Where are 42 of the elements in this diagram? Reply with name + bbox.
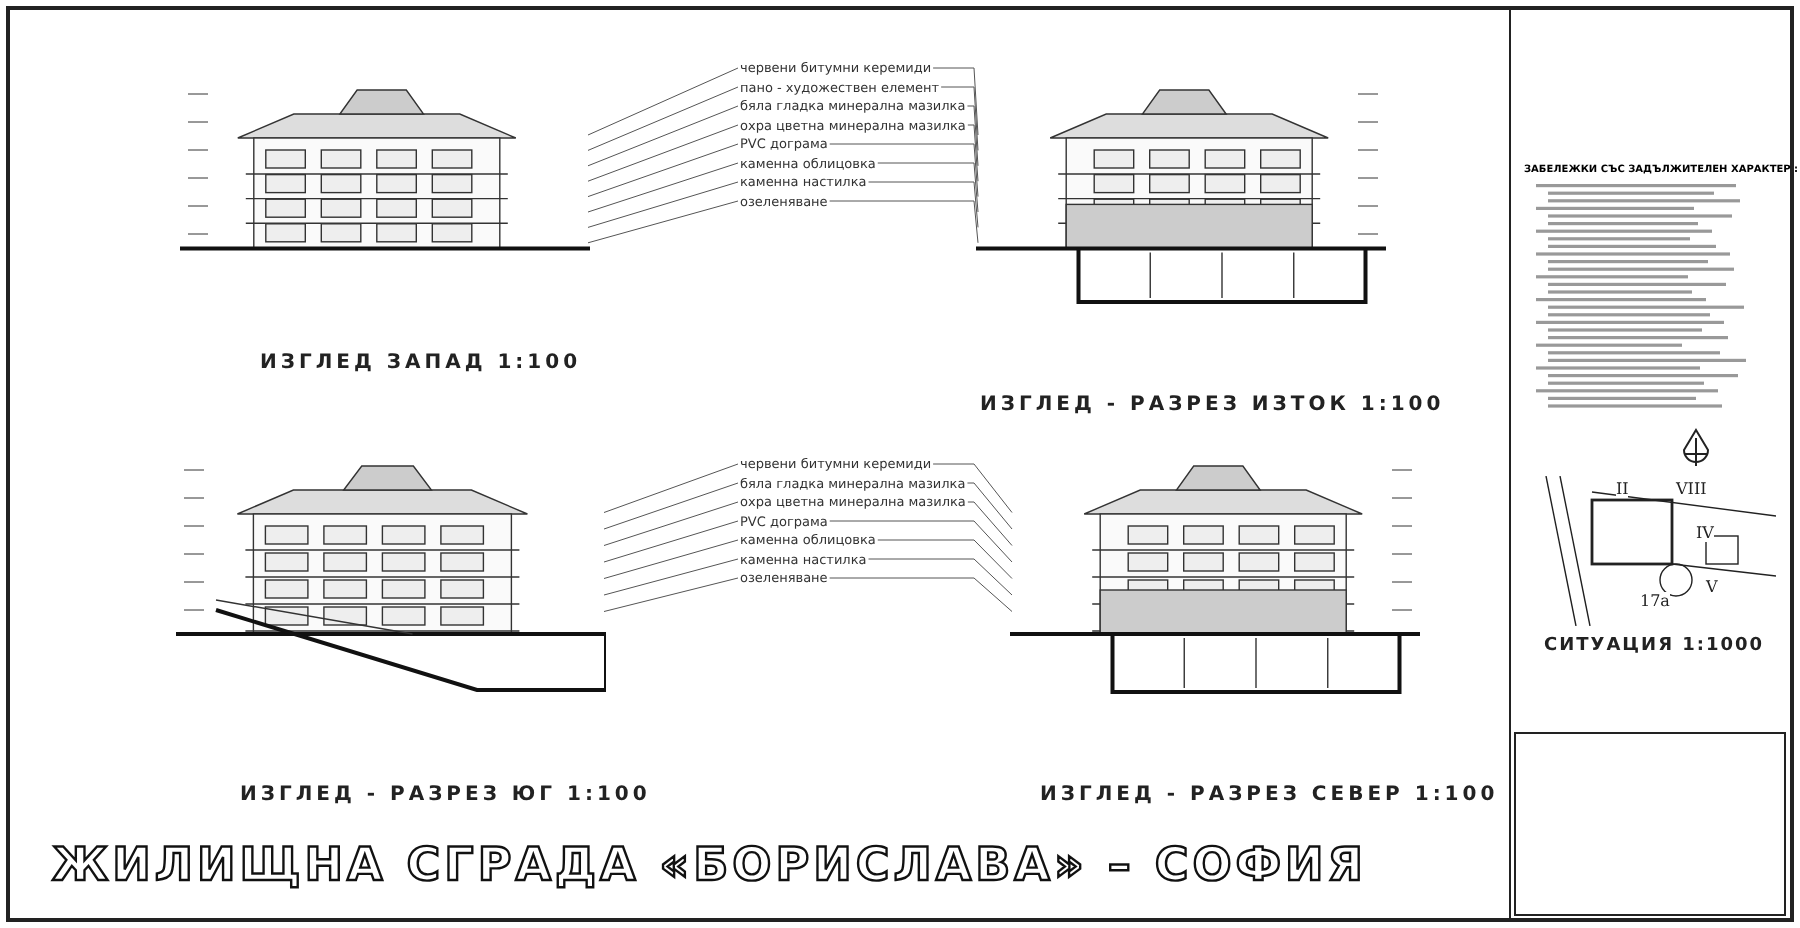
leader-line: [932, 67, 979, 136]
title-block: [1514, 732, 1786, 916]
leader-line: [868, 181, 979, 228]
view-title: ИЗГЛЕД ЗАПАД 1:100: [260, 352, 582, 374]
leader-line: [829, 520, 1013, 563]
leader-line: [587, 86, 739, 151]
leader-line: [587, 181, 739, 228]
plot-number: IV: [1696, 524, 1714, 542]
leader-line: [932, 463, 1013, 513]
leader-line: [966, 482, 1013, 530]
plot-number: 17а: [1640, 592, 1670, 610]
leader-line: [877, 539, 1013, 579]
leader-line: [967, 501, 1013, 546]
leader-line: [603, 539, 739, 579]
leader-line: [829, 200, 979, 244]
view-title: ИЗГЛЕД - РАЗРЕЗ ИЗТОК 1:100: [980, 394, 1445, 416]
view-title: ИЗГЛЕД - РАЗРЕЗ ЮГ 1:100: [240, 784, 651, 806]
leader-line: [603, 482, 739, 530]
drawing-title: ЖИЛИЩНА СГРАДА «БОРИСЛАВА» – СОФИЯ: [52, 840, 1368, 892]
leader-line: [603, 577, 739, 612]
leader-line: [587, 162, 739, 213]
plot-number: VIII: [1676, 480, 1707, 498]
leader-line: [829, 577, 1013, 612]
view-title: ИЗГЛЕД - РАЗРЕЗ СЕВЕР 1:100: [1040, 784, 1499, 806]
leader-line: [603, 558, 739, 596]
leader-line: [587, 124, 739, 182]
leader-line: [868, 558, 1013, 596]
plot-number: V: [1706, 578, 1718, 596]
leader-line: [587, 200, 739, 244]
leader-line: [587, 143, 739, 198]
leader-line: [603, 520, 739, 563]
plot-number: II: [1616, 480, 1629, 498]
scale-caption: СИТУАЦИЯ 1:1000: [1544, 636, 1765, 656]
leader-line: [603, 501, 739, 546]
leader-line: [877, 162, 979, 213]
leader-line: [967, 124, 979, 182]
leader-line: [603, 463, 739, 513]
leader-line: [587, 67, 739, 136]
leader-line: [966, 105, 979, 167]
leader-line: [587, 105, 739, 167]
leader-line: [940, 86, 979, 151]
leader-line: [829, 143, 979, 198]
